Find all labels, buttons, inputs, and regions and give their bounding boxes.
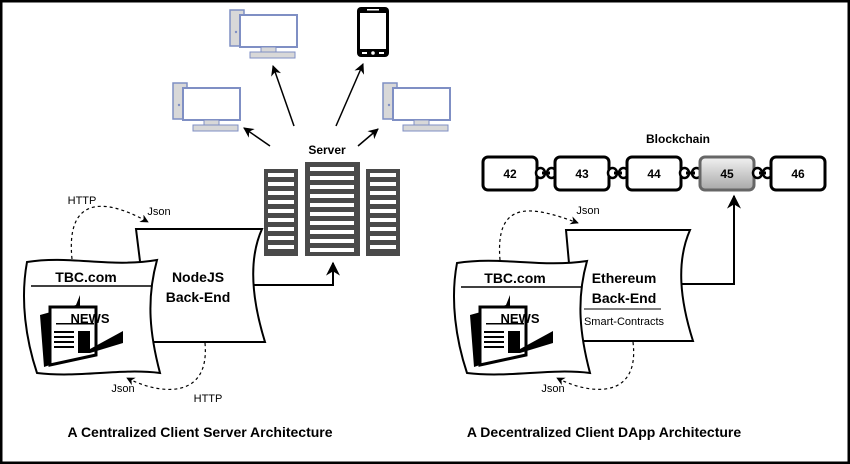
rack-slot [268, 245, 294, 249]
rack-slot [310, 212, 354, 216]
json-top-label: Json [147, 206, 170, 218]
backend-label-line2: Back-End [592, 290, 657, 306]
rack-slot [370, 245, 396, 249]
backend-to-block-arrow [681, 194, 741, 285]
http-request-arrow [70, 205, 149, 260]
request-arrow [498, 210, 579, 261]
rack-slot [268, 200, 294, 204]
rack-slot [268, 227, 294, 231]
json-bottom-label: Json [111, 383, 134, 395]
rack-slot [370, 173, 396, 177]
rack-slot [310, 167, 354, 171]
rack-slot [268, 218, 294, 222]
server-to-client-arrows [243, 63, 379, 147]
rack-slot [310, 203, 354, 207]
rack-slot [370, 200, 396, 204]
rack-slot [268, 209, 294, 213]
chain-link-icon [606, 166, 630, 180]
json-bottom-label: Json [541, 383, 564, 395]
block-number: 42 [503, 167, 517, 181]
centralized-caption: A Centralized Client Server Architecture [67, 424, 332, 440]
backend-label-line1: Ethereum [592, 270, 657, 286]
backend-to-server-arrow [253, 261, 340, 286]
rack-slot [370, 191, 396, 195]
decentralized-caption: A Decentralized Client DApp Architecture [467, 424, 742, 440]
desktop-computer-icon [172, 82, 241, 132]
block-number: 46 [791, 167, 805, 181]
rack-slot [370, 227, 396, 231]
block-number: 43 [575, 167, 589, 181]
desktop-computer-icon [229, 9, 298, 59]
rack-slot [370, 236, 396, 240]
rack-slot [310, 176, 354, 180]
server-label: Server [308, 143, 346, 157]
block-number: 45 [720, 167, 734, 181]
news-label: NEWS [71, 311, 110, 326]
rack-slot [268, 191, 294, 195]
rack-slot [310, 194, 354, 198]
desktop-computer-icon [382, 82, 451, 132]
rack-slot [310, 185, 354, 189]
backend-label-line1: NodeJS [172, 269, 224, 285]
http-bottom-label: HTTP [194, 393, 223, 405]
blockchain-label: Blockchain [646, 132, 710, 146]
rack-slot [370, 218, 396, 222]
client-title: TBC.com [55, 269, 116, 285]
rack-slot [310, 221, 354, 225]
news-label: NEWS [501, 311, 540, 326]
block-46 [769, 155, 827, 192]
rack-slot [268, 173, 294, 177]
server-rack-icon [264, 162, 400, 256]
client-title: TBC.com [484, 270, 545, 286]
smartphone-icon [357, 7, 389, 57]
smart-contracts-label: Smart-Contracts [584, 316, 665, 328]
rack-slot [310, 248, 354, 252]
block-number: 44 [647, 167, 661, 181]
backend-label-line2: Back-End [166, 289, 231, 305]
rack-slot [268, 182, 294, 186]
response-arrow [556, 341, 635, 390]
rack-slot [370, 182, 396, 186]
chain-link-icon [678, 166, 703, 180]
ethereum-backend-shape [564, 229, 695, 342]
rack-slot [310, 239, 354, 243]
http-top-label: HTTP [68, 195, 97, 207]
chain-link-icon [751, 166, 774, 180]
rack-slot [310, 230, 354, 234]
nodejs-backend-shape [134, 228, 267, 343]
json-top-label: Json [576, 205, 599, 217]
blockchain-chain: 42 43 44 45 46 [481, 155, 827, 192]
rack-slot [268, 236, 294, 240]
rack-slot [370, 209, 396, 213]
chain-link-icon [534, 166, 558, 180]
